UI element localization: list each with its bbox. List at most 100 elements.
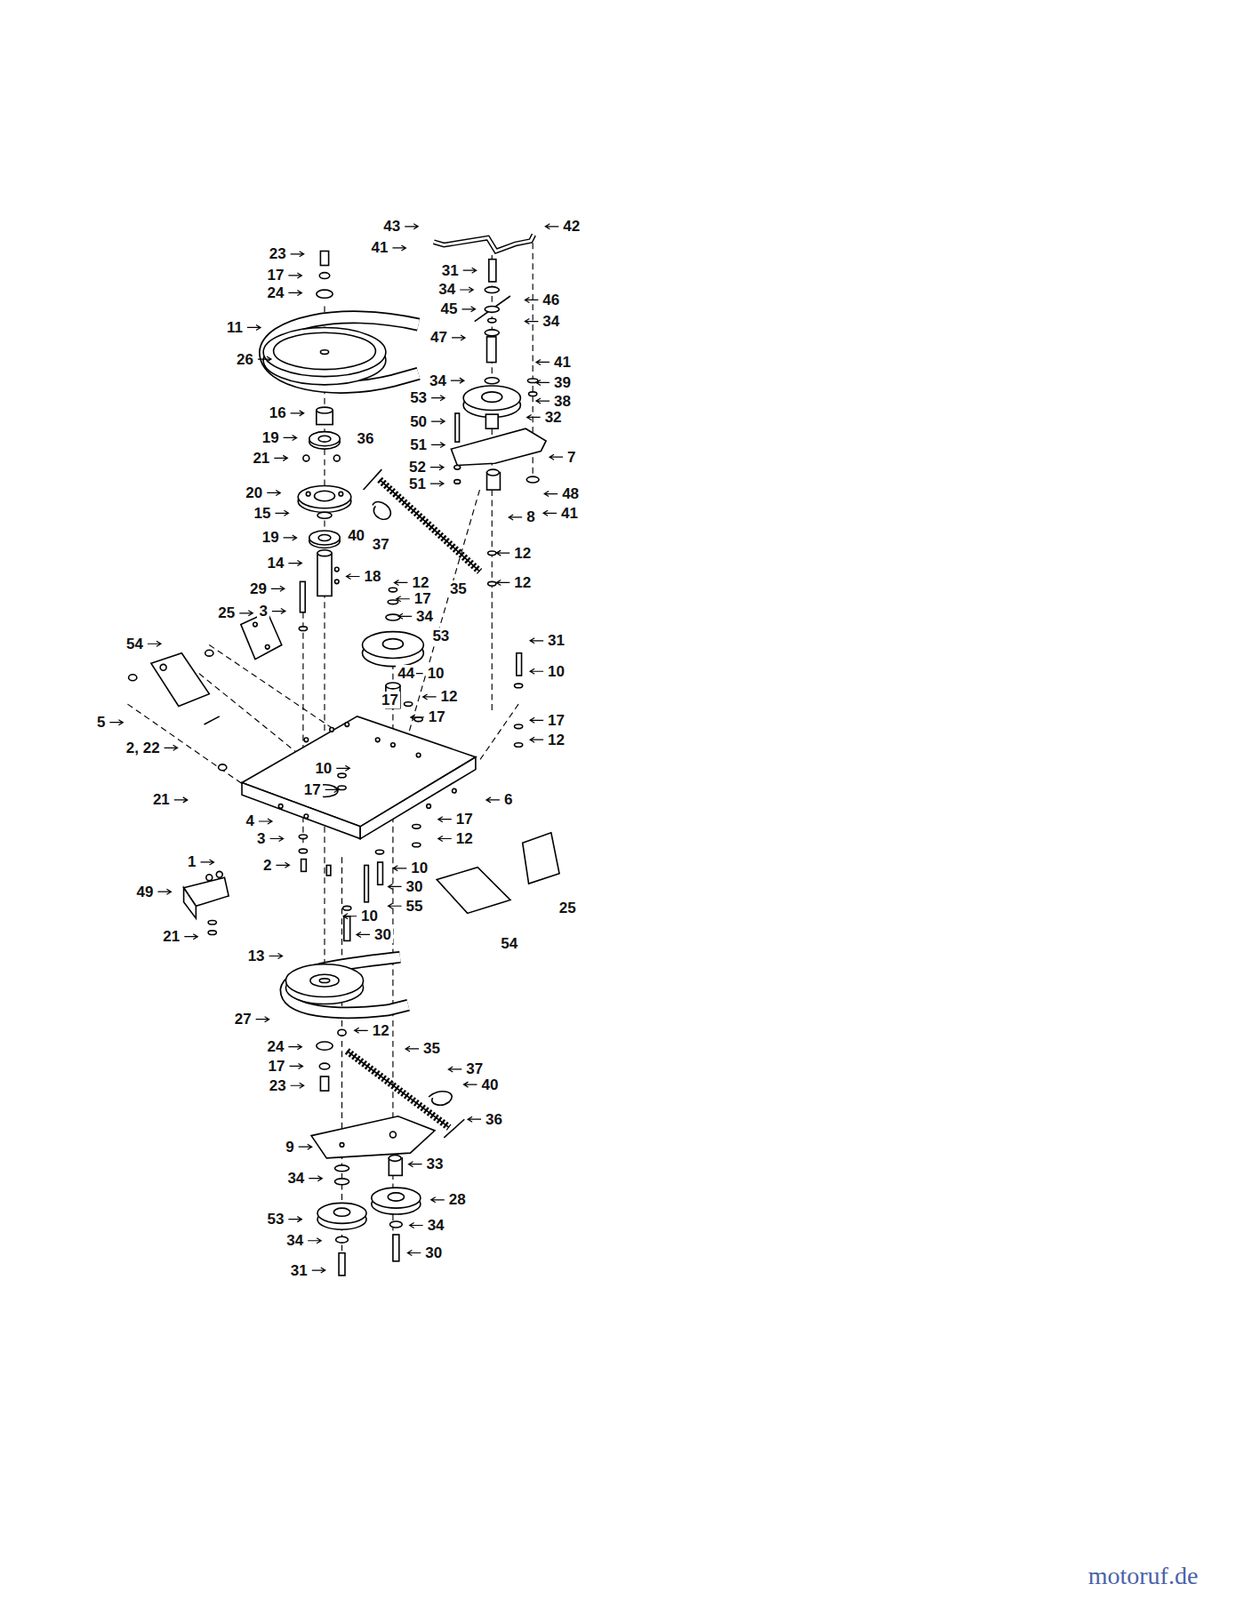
callout-number: 43 xyxy=(381,217,402,235)
leader-line xyxy=(405,1046,419,1052)
leader-line xyxy=(307,1238,322,1245)
leader-line xyxy=(430,481,444,487)
callout-number: 12 xyxy=(370,1022,392,1040)
leader-line xyxy=(290,251,305,257)
leader-line xyxy=(239,610,253,617)
callout-number: 35 xyxy=(421,1040,442,1058)
callout-number: 23 xyxy=(267,1077,289,1095)
callout-number: 30 xyxy=(423,1244,444,1262)
leader-line xyxy=(269,954,283,960)
leader-line xyxy=(524,296,538,303)
callout-number: 16 xyxy=(267,404,289,422)
leader-line xyxy=(388,883,402,890)
leader-line xyxy=(200,859,215,866)
callout-number: 23 xyxy=(267,245,289,263)
callout-number: 17 xyxy=(454,810,475,828)
leader-line xyxy=(257,356,272,362)
callout-number: 36 xyxy=(354,430,376,448)
callout-number: 8 xyxy=(524,508,537,526)
callout-number: 5 xyxy=(95,714,107,731)
callout-number: 19 xyxy=(260,429,281,447)
callout-number: 3 xyxy=(256,602,269,620)
leader-line xyxy=(410,714,425,721)
leader-line xyxy=(174,797,188,803)
callout-number: 10 xyxy=(313,760,334,778)
leader-line xyxy=(438,817,452,823)
callout-number: 17 xyxy=(379,691,401,709)
callout-number: 17 xyxy=(545,712,567,730)
leader-line xyxy=(275,862,289,868)
leader-line xyxy=(288,1044,302,1051)
callout-number: 34 xyxy=(425,1217,447,1235)
callout-number: 1 xyxy=(185,853,198,871)
leader-line xyxy=(308,1176,322,1182)
leader-line xyxy=(266,489,281,496)
callout-number: 40 xyxy=(345,527,367,545)
leader-line xyxy=(256,1017,270,1023)
callout-number: 17 xyxy=(302,781,323,799)
callout-number: 19 xyxy=(260,529,281,546)
leader-line xyxy=(312,1268,326,1274)
callout-number: 54 xyxy=(124,635,145,653)
leader-line xyxy=(298,1144,313,1150)
leader-line xyxy=(438,836,452,843)
callout-number: 39 xyxy=(552,374,573,392)
callout-number: 46 xyxy=(540,291,562,309)
leader-line xyxy=(467,1116,482,1123)
callout-number: 29 xyxy=(248,580,269,598)
callout-number: 40 xyxy=(479,1076,500,1094)
callout-number: 34 xyxy=(414,608,435,626)
callout-number: 12 xyxy=(512,574,533,592)
callout-number: 42 xyxy=(561,217,582,235)
callout-number: 10 xyxy=(425,665,447,683)
leader-line xyxy=(431,395,445,402)
leader-line xyxy=(529,668,544,675)
callout-number: 2, 22 xyxy=(124,739,162,757)
leader-line xyxy=(356,931,370,938)
callout-number: 47 xyxy=(428,329,450,346)
leader-line xyxy=(288,561,302,567)
callout-number: 24 xyxy=(264,284,286,302)
callout-number: 34 xyxy=(427,372,449,390)
callout-number: 51 xyxy=(407,475,428,493)
callout-number: 12 xyxy=(545,731,567,749)
watermark: motoruf.de xyxy=(1086,1563,1201,1590)
callout-number: 6 xyxy=(502,791,514,809)
leader-line xyxy=(283,434,297,441)
callout-number: 17 xyxy=(266,1058,288,1076)
leader-line xyxy=(536,359,550,365)
callout-number: 41 xyxy=(369,239,391,257)
leader-line xyxy=(404,224,418,230)
callout-number: 21 xyxy=(250,449,272,467)
leader-line xyxy=(388,903,402,909)
leader-line xyxy=(290,1083,305,1089)
leader-line xyxy=(529,737,544,743)
callout-number: 38 xyxy=(552,393,573,410)
callout-number: 11 xyxy=(224,319,245,337)
callout-number: 48 xyxy=(560,485,581,503)
callout-number: 53 xyxy=(430,627,451,645)
leader-line xyxy=(486,797,500,803)
leader-line xyxy=(258,818,273,825)
callout-number: 52 xyxy=(407,458,428,476)
leader-line xyxy=(354,1027,369,1034)
leader-line xyxy=(336,765,350,771)
leader-line xyxy=(463,267,477,273)
leader-line xyxy=(109,720,123,726)
callout-number: 26 xyxy=(234,351,256,369)
callout-number: 17 xyxy=(412,590,434,608)
leader-line xyxy=(392,245,406,251)
leader-line xyxy=(272,609,286,615)
callout-number: 12 xyxy=(439,688,460,706)
leader-line xyxy=(184,934,198,940)
leader-line xyxy=(393,579,408,586)
callout-number: 17 xyxy=(264,266,286,284)
callout-number: 35 xyxy=(448,580,469,598)
callout-number: 30 xyxy=(404,878,426,896)
leader-line xyxy=(431,1197,445,1204)
callout-number: 45 xyxy=(439,300,460,318)
callout-number: 17 xyxy=(426,708,448,726)
leader-line xyxy=(147,641,161,647)
callout-number: 25 xyxy=(557,899,578,917)
